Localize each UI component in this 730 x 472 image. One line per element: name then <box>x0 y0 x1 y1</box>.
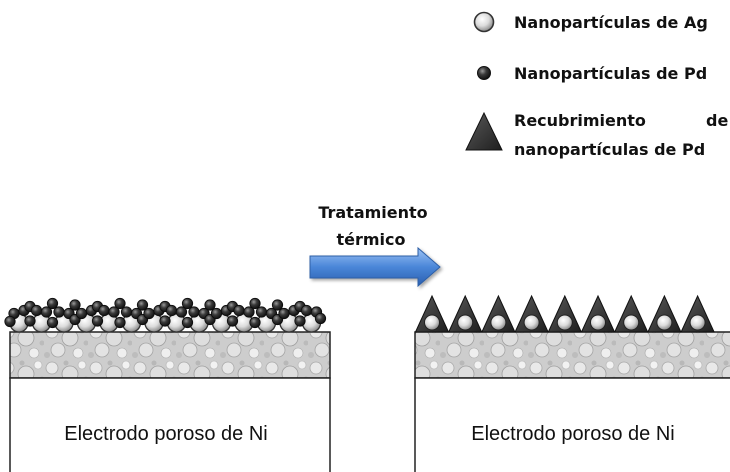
pd-coating-triangle <box>447 294 483 333</box>
right-arrow-icon <box>309 246 441 288</box>
pd-coating-triangle <box>547 294 583 333</box>
pd-nanoparticle <box>249 297 261 310</box>
porous-layer-before <box>9 331 331 379</box>
pd-coating-triangle <box>580 294 616 333</box>
ag-core-particle <box>490 314 507 331</box>
ag-core-particle <box>656 314 673 331</box>
ag-core-particle <box>424 314 440 331</box>
pd-coating-triangle <box>514 294 549 333</box>
pd-nanoparticle <box>91 315 104 327</box>
pd-nanoparticle <box>120 306 133 318</box>
pd-nanoparticle <box>46 297 59 310</box>
pd-nanoparticle <box>30 304 43 317</box>
pd-nanoparticle <box>181 316 194 329</box>
pd-nanoparticle <box>300 304 313 317</box>
pd-particle-legend-icon <box>477 66 491 80</box>
pd-nanoparticle <box>175 306 188 318</box>
arrow-label-line2: térmico <box>336 230 405 249</box>
pd-nanoparticle <box>75 307 88 320</box>
ag-core-particle <box>689 314 706 331</box>
pd-nanoparticle <box>233 304 245 317</box>
pd-nanoparticle <box>159 315 171 327</box>
coating-triangle-legend-icon <box>465 111 503 151</box>
legend: Nanopartículas de Ag Nanopartículas de P… <box>465 11 728 159</box>
ag-core-particle <box>457 314 474 331</box>
pd-coating-triangle <box>481 294 516 333</box>
pd-nanoparticle <box>243 306 255 318</box>
legend-pd-label: Nanopartículas de Pd <box>514 64 707 83</box>
ag-core-particle <box>523 314 540 331</box>
legend-coating-label-word1: Recubrimiento <box>514 111 646 130</box>
pd-nanoparticle <box>249 316 261 329</box>
pd-coating-triangle <box>613 294 649 333</box>
pd-nanoparticle <box>271 299 284 311</box>
pd-nanoparticle <box>294 315 306 327</box>
pd-nanoparticle <box>136 299 149 311</box>
pd-nanoparticle <box>108 306 120 318</box>
ag-particle-legend-icon <box>473 11 495 33</box>
pd-nanoparticle <box>314 312 327 325</box>
nanoparticle-layer-before <box>4 297 327 333</box>
pd-nanoparticle <box>24 315 36 327</box>
pd-nanoparticle <box>188 306 200 318</box>
electrode-before: Electrodo poroso de Ni <box>4 297 331 472</box>
pd-nanoparticle <box>4 315 16 328</box>
pd-nanoparticle <box>40 306 53 318</box>
electrode-block-after <box>414 377 730 472</box>
legend-ag-label: Nanopartículas de Ag <box>514 13 708 32</box>
pd-nanoparticle <box>98 304 110 317</box>
pd-nanoparticle <box>181 297 194 310</box>
pd-nanoparticle <box>204 299 216 311</box>
ag-core-particle <box>623 314 640 331</box>
pd-coating-triangle <box>414 294 450 333</box>
pd-nanoparticle <box>143 307 155 320</box>
pd-nanoparticle <box>114 316 126 329</box>
pd-coating-triangle <box>647 294 682 333</box>
electrode-label-after: Electrodo poroso de Ni <box>471 423 674 445</box>
pd-coating-triangle <box>680 294 715 333</box>
pd-nanoparticle <box>114 297 126 310</box>
coated-particle-layer-after <box>414 294 715 333</box>
pd-nanoparticle <box>226 315 239 327</box>
heat-treatment-arrow: Tratamiento térmico <box>309 203 441 288</box>
electrode-block-before <box>9 377 331 472</box>
pd-nanoparticle <box>255 306 268 318</box>
legend-coating-label-line2: nanopartículas de Pd <box>514 140 705 159</box>
arrow-label-line1: Tratamiento <box>318 203 427 222</box>
pd-nanoparticle <box>210 307 223 320</box>
pd-nanoparticle <box>278 307 290 320</box>
ag-core-particle <box>556 314 573 331</box>
porous-layer-after <box>414 331 730 379</box>
electrode-label-before: Electrodo poroso de Ni <box>64 423 267 445</box>
electrode-after: Electrodo poroso de Ni <box>414 294 730 472</box>
legend-coating-label-word2: de <box>706 111 728 130</box>
pd-nanoparticle <box>69 299 81 311</box>
ag-core-particle <box>590 314 606 331</box>
pd-nanoparticle <box>53 306 65 318</box>
pd-nanoparticle <box>165 304 178 317</box>
pd-nanoparticle <box>46 316 59 329</box>
